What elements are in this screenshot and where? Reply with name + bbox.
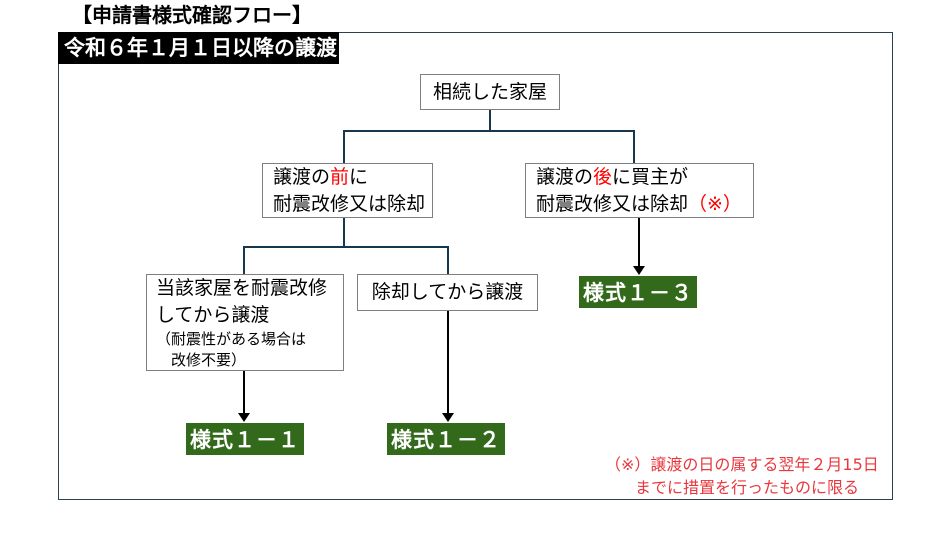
node-demolish-then-transfer: 除却してから譲渡 (357, 274, 538, 311)
connector-root-stem (489, 110, 491, 131)
node-retrofit-note1: （耐震性がある場合は (156, 329, 307, 348)
node-before-transfer-line1-post: に (349, 165, 369, 188)
section-banner: 令和６年１月１日以降の譲渡 (58, 32, 339, 64)
node-inherited-house: 相続した家屋 (420, 74, 560, 110)
node-after-transfer-line1-post: に買主が (612, 165, 689, 188)
footnote-text: （※）譲渡の日の属する翌年２月15日 までに措置を行ったものに限る (605, 453, 879, 499)
node-before-transfer: 譲渡の前に 耐震改修又は除却 (262, 163, 433, 218)
node-before-transfer-line1-pre: 譲渡の (273, 165, 331, 188)
connector-demolish-to-form12 (447, 311, 449, 415)
node-before-transfer-line1: 譲渡の前に (273, 164, 368, 191)
connector-level2-right (447, 246, 449, 274)
node-inherited-house-label: 相続した家屋 (432, 80, 547, 103)
arrow-head-form13-icon (633, 266, 645, 275)
connector-retrofit-to-form11 (243, 371, 245, 415)
node-retrofit-then-transfer: 当該家屋を耐震改修 してから譲渡 （耐震性がある場合は 改修不要） (146, 274, 344, 371)
page-title: 【申請書様式確認フロー】 (72, 3, 312, 27)
node-retrofit-line2: してから譲渡 (156, 303, 270, 326)
arrow-head-form12-icon (442, 413, 454, 422)
connector-level2-left (243, 246, 245, 274)
footnote-line2: までに措置を行ったものに限る (635, 478, 860, 497)
connector-level1-left (343, 130, 345, 163)
node-before-transfer-line2: 耐震改修又は除却 (273, 192, 426, 215)
connector-before-stem (343, 218, 345, 248)
node-after-transfer: 譲渡の後に買主が 耐震改修又は除却（※） (525, 163, 754, 218)
node-retrofit-line1: 当該家屋を耐震改修 (156, 276, 328, 299)
node-after-transfer-line2-main: 耐震改修又は除却 (536, 192, 689, 215)
result-form-1-1: 様式１－１ (186, 423, 304, 455)
flowchart-frame (58, 32, 893, 500)
result-form-1-3: 様式１－３ (579, 276, 697, 308)
node-after-transfer-emphasis: 後 (593, 165, 613, 188)
footnote-marker-icon: （※） (688, 192, 742, 215)
node-after-transfer-line1-pre: 譲渡の (536, 165, 594, 188)
connector-level2-bar (243, 246, 449, 248)
node-after-transfer-line2: 耐震改修又は除却（※） (536, 191, 742, 218)
connector-level1-right (633, 130, 635, 163)
arrow-head-form11-icon (238, 413, 250, 422)
node-after-transfer-line1: 譲渡の後に買主が (536, 164, 688, 191)
connector-after-to-form13 (638, 218, 640, 268)
connector-level1-bar (343, 130, 635, 132)
node-before-transfer-emphasis: 前 (330, 165, 350, 188)
node-retrofit-note2: 改修不要） (156, 350, 247, 369)
node-demolish-label: 除却してから譲渡 (371, 281, 524, 303)
footnote-line1: （※）譲渡の日の属する翌年２月15日 (605, 455, 879, 474)
result-form-1-2: 様式１－２ (387, 423, 505, 455)
